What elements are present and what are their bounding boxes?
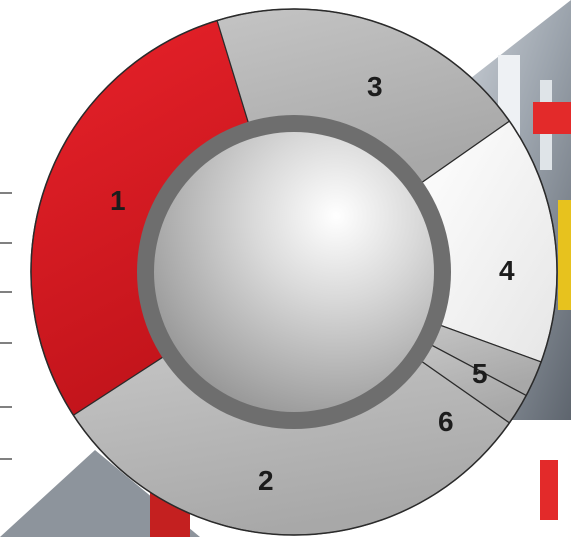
pipe-shape (558, 200, 571, 310)
pipe-shape (533, 102, 571, 134)
segment-label-1: 1 (110, 185, 126, 216)
pipe-shape (540, 460, 558, 520)
leader-lines (0, 193, 12, 459)
segment-label-6: 6 (438, 406, 454, 437)
segment-label-2: 2 (258, 465, 274, 496)
segment-label-5: 5 (472, 358, 488, 389)
segment-label-3: 3 (367, 71, 383, 102)
segment-label-4: 4 (499, 255, 515, 286)
center-knob[interactable] (154, 132, 434, 412)
